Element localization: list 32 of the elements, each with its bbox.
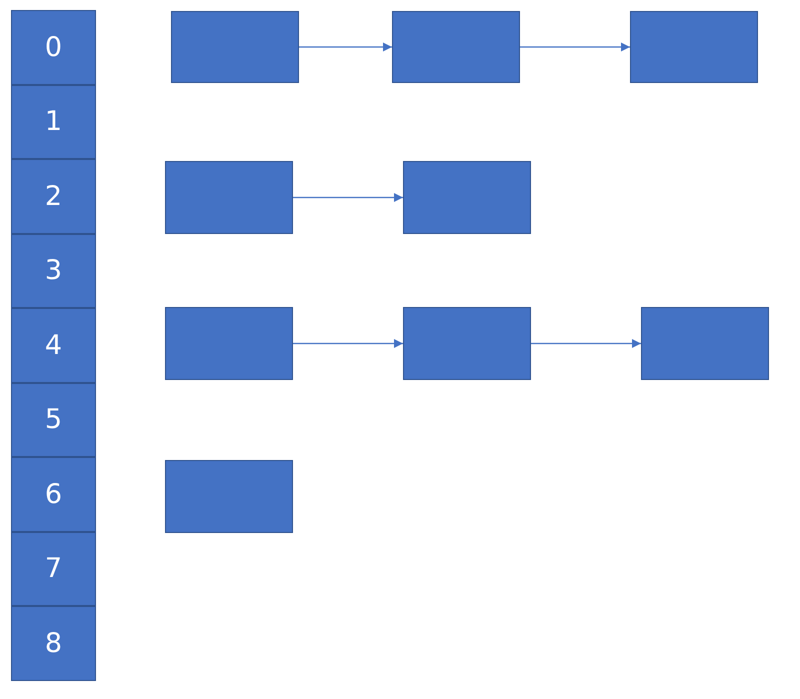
array-cell [11, 308, 96, 382]
index-number: 3 [44, 255, 62, 286]
arrow [520, 42, 630, 52]
arrow [299, 42, 392, 52]
array-cell [11, 457, 96, 532]
list-node-box [392, 11, 520, 83]
array-cell [11, 10, 96, 84]
arrow [531, 338, 641, 348]
index-number: 1 [44, 106, 62, 138]
array-cell [11, 234, 96, 308]
index-number: 4 [44, 330, 62, 361]
list-node-box [403, 307, 531, 380]
index-number: 2 [44, 180, 62, 212]
array-cell [11, 606, 96, 680]
index-number: 6 [44, 478, 62, 510]
array-cell [11, 532, 96, 606]
arrow [293, 192, 403, 202]
array-cell [11, 84, 96, 159]
list-node-box [641, 307, 769, 380]
array-cell [11, 159, 96, 234]
list-node-box [165, 161, 293, 234]
index-number: 0 [44, 32, 62, 63]
list-node-box [171, 11, 299, 83]
index-number: 5 [44, 404, 62, 436]
index-number: 7 [44, 553, 62, 584]
list-node-box [165, 307, 293, 380]
array-cell [11, 382, 96, 457]
list-node-box [165, 460, 293, 533]
list-node-box [403, 161, 531, 234]
index-number: 8 [44, 628, 62, 659]
arrow [293, 338, 403, 348]
list-node-box [630, 11, 758, 83]
